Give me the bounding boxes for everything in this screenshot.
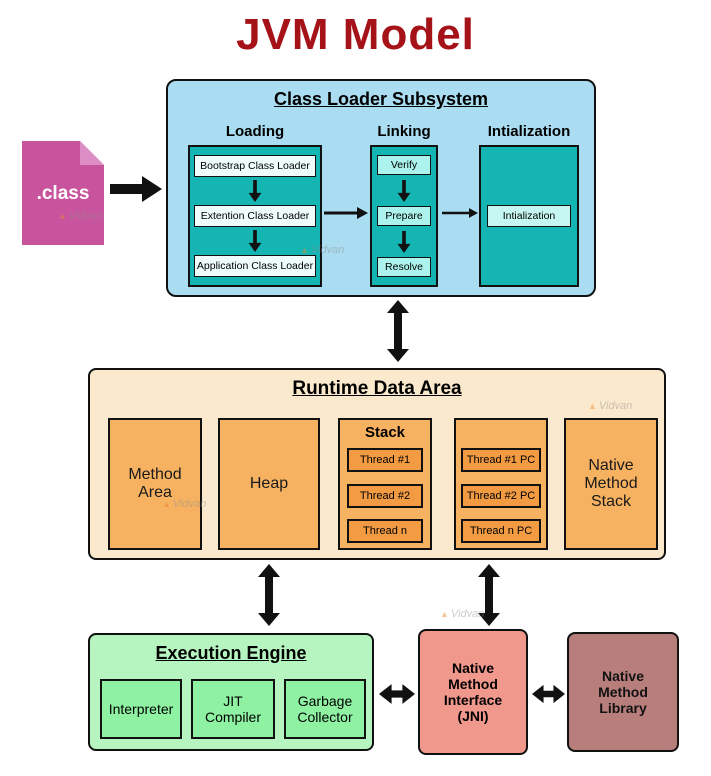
- stack-label: Stack: [364, 424, 406, 441]
- class-loader-title: Class Loader Subsystem: [273, 89, 489, 109]
- initialization-column: Intialization: [479, 145, 579, 287]
- thread-2-label: Thread #2: [359, 490, 411, 502]
- native-method-interface-box: Native Method Interface (JNI): [418, 629, 528, 755]
- thread-2-box: Thread #2: [347, 484, 423, 508]
- initialization-label: Intialization: [487, 123, 571, 140]
- thread-n-box: Thread n: [347, 519, 423, 543]
- prepare-box: Prepare: [377, 206, 431, 226]
- arrow-up-down-icon: [387, 300, 409, 362]
- resolve-box: Resolve: [377, 257, 431, 277]
- arrow-up-down-icon: [478, 564, 500, 626]
- watermark-text: Vidvan: [310, 244, 345, 256]
- execution-engine-panel: Execution Engine Interpreter JIT Compile…: [88, 633, 374, 751]
- native-method-stack-box: Native Method Stack: [564, 418, 658, 550]
- jit-compiler-label: JIT Compiler: [204, 693, 261, 725]
- linking-column: Verify Prepare Resolve: [370, 145, 438, 287]
- verify-label: Verify: [390, 159, 418, 171]
- method-area-box: Method Area: [108, 418, 202, 550]
- resolve-label: Resolve: [385, 261, 423, 273]
- thread-1-pc-label: Thread #1 PC: [466, 454, 536, 466]
- folded-corner-icon: [80, 141, 104, 165]
- arrow-left-right-icon: [379, 684, 415, 704]
- watermark-flame-icon: ▲: [588, 401, 597, 411]
- method-area-label: Method Area: [128, 466, 182, 501]
- watermark-text: Vidvan: [68, 210, 103, 222]
- heap-label: Heap: [249, 475, 289, 492]
- bootstrap-class-loader-label: Bootstrap Class Loader: [200, 160, 310, 172]
- thread-n-pc-label: Thread n PC: [469, 525, 533, 537]
- native-method-library-label: Native Method Library: [598, 668, 648, 716]
- arrow-down-icon: [397, 179, 411, 202]
- watermark-flame-icon: ▲: [58, 211, 67, 221]
- page-title: JVM Model: [236, 10, 475, 59]
- prepare-label: Prepare: [385, 210, 423, 222]
- runtime-title: Runtime Data Area: [292, 378, 462, 399]
- garbage-collector-label: Garbage Collector: [297, 693, 353, 725]
- interpreter-label: Interpreter: [108, 701, 174, 717]
- class-file-label: .class: [36, 183, 90, 204]
- class-loader-subsystem-panel: Class Loader Subsystem Loading Linking I…: [166, 79, 596, 297]
- execution-engine-title: Execution Engine: [155, 643, 307, 663]
- watermark: ▲ Vidvan: [58, 210, 102, 222]
- native-method-interface-label: Native Method Interface (JNI): [443, 660, 503, 724]
- stack-box: Stack Thread #1 Thread #2 Thread n: [338, 418, 432, 550]
- watermark-text: Vidvan: [172, 498, 207, 510]
- heap-box: Heap: [218, 418, 320, 550]
- watermark: ▲ Vidvan: [440, 608, 484, 620]
- loading-label: Loading: [225, 123, 285, 140]
- thread-1-label: Thread #1: [359, 454, 411, 466]
- thread-2-pc-box: Thread #2 PC: [461, 484, 541, 508]
- watermark-flame-icon: ▲: [440, 609, 449, 619]
- watermark-flame-icon: ▲: [300, 245, 309, 255]
- runtime-data-area-panel: Runtime Data Area Method Area Heap Stack…: [88, 368, 666, 560]
- watermark: ▲ Vidvan: [588, 400, 632, 412]
- garbage-collector-box: Garbage Collector: [284, 679, 366, 739]
- bootstrap-class-loader-box: Bootstrap Class Loader: [194, 155, 316, 177]
- watermark-text: Vidvan: [598, 400, 633, 412]
- arrow-right-icon: [324, 207, 368, 219]
- thread-n-pc-box: Thread n PC: [461, 519, 541, 543]
- arrow-right-icon: [442, 208, 478, 218]
- arrow-right-icon: [110, 176, 162, 202]
- class-file-icon: .class: [22, 141, 104, 245]
- arrow-up-down-icon: [258, 564, 280, 626]
- extension-class-loader-label: Extention Class Loader: [200, 210, 310, 222]
- linking-label: Linking: [377, 123, 431, 140]
- arrow-down-icon: [248, 230, 262, 252]
- arrow-left-right-icon: [532, 684, 565, 704]
- initialization-box-label: Intialization: [502, 210, 556, 222]
- thread-n-label: Thread n: [362, 525, 408, 537]
- arrow-down-icon: [248, 180, 262, 202]
- application-class-loader-box: Application Class Loader: [194, 255, 316, 277]
- watermark-flame-icon: ▲: [162, 499, 171, 509]
- thread-2-pc-label: Thread #2 PC: [466, 490, 536, 502]
- native-method-library-box: Native Method Library: [567, 632, 679, 752]
- watermark-text: Vidvan: [450, 608, 485, 620]
- watermark: ▲ Vidvan: [162, 498, 206, 510]
- application-class-loader-label: Application Class Loader: [196, 260, 314, 272]
- extension-class-loader-box: Extention Class Loader: [194, 205, 316, 227]
- arrow-down-icon: [397, 230, 411, 253]
- thread-1-pc-box: Thread #1 PC: [461, 448, 541, 472]
- jit-compiler-box: JIT Compiler: [191, 679, 275, 739]
- native-method-stack-label: Native Method Stack: [584, 457, 638, 510]
- verify-box: Verify: [377, 155, 431, 175]
- interpreter-box: Interpreter: [100, 679, 182, 739]
- watermark: ▲ Vidvan: [300, 244, 344, 256]
- pc-register-box: Thread #1 PC Thread #2 PC Thread n PC: [454, 418, 548, 550]
- loading-column: Bootstrap Class Loader Extention Class L…: [188, 145, 322, 287]
- initialization-box: Intialization: [487, 205, 571, 227]
- thread-1-box: Thread #1: [347, 448, 423, 472]
